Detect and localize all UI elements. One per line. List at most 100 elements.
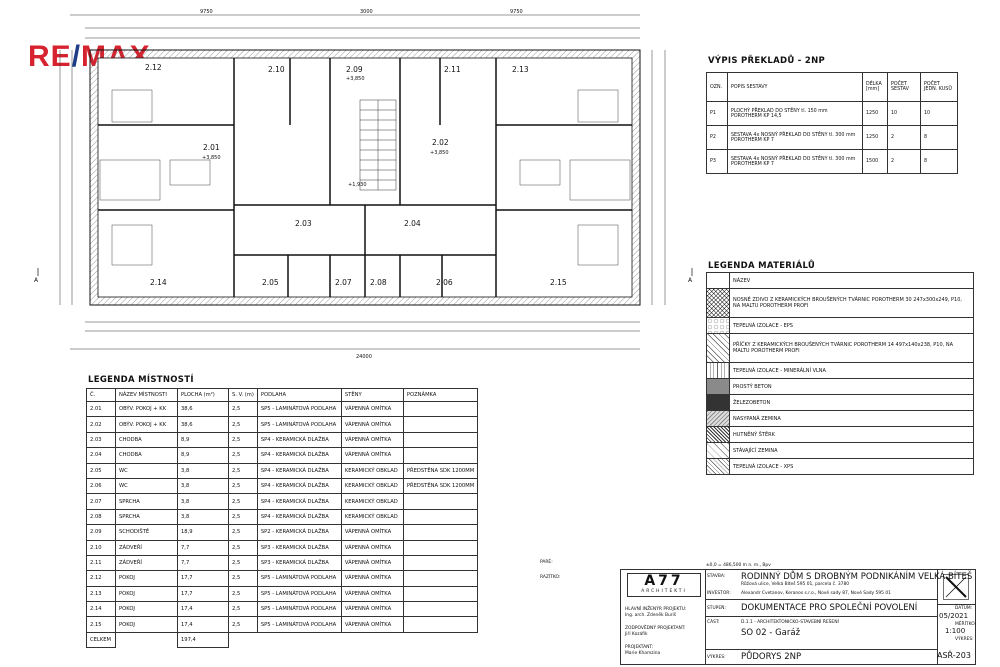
room-cell: 2,5 (228, 616, 258, 633)
room-cell: 2.12 (86, 570, 116, 587)
room-cell: CHODBA (115, 431, 178, 449)
room-cell: SCHODIŠTĚ (115, 524, 178, 541)
room-cell: VÁPENNÁ OMÍTKA (340, 585, 404, 603)
room-cell: 2,5 (228, 570, 258, 587)
room-cell: 2,5 (228, 400, 258, 418)
room-cell: SP5 - LAMINÁTOVÁ PODLAHA (256, 616, 342, 633)
room-cell: 17,4 (177, 601, 229, 618)
swatch-xps (707, 459, 729, 474)
materials-table: NÁZEV NOSNÉ ZDIVO Z KERAMICKÝCH BROUŠENÝ… (706, 272, 974, 475)
room-2-14: 2.14 (150, 278, 167, 287)
room-cell: 2,5 (228, 539, 258, 556)
lintel-row-desc: SESTAVA 4x NOSNÝ PŘEKLAD DO STĚNY tl. 30… (727, 149, 863, 174)
material-label: TEPELNÁ IZOLACE - XPS (729, 458, 974, 475)
total-row: CELKEM 197,4 (86, 631, 478, 649)
lintels-header-popis: POPIS SESTAVY (727, 72, 863, 102)
room-cell: SP3 - KERAMICKÁ DLAŽBA (256, 539, 342, 556)
room-cell: 7,7 (177, 539, 229, 556)
room-cell: KERAMICKÝ OBKLAD (340, 508, 404, 526)
room-cell: VÁPENNÁ OMÍTKA (340, 601, 404, 618)
room-cell: SP5 - LAMINÁTOVÁ PODLAHA (256, 585, 342, 603)
material-label: PŘÍČKY Z KERAMICKÝCH BROUŠENÝCH TVÁRNIC … (729, 333, 974, 363)
logo-re: RE (28, 40, 72, 73)
room-cell (402, 524, 479, 541)
room-cell: SP2 - KERAMICKÁ DLAŽBA (256, 524, 342, 541)
room-cell: VÁPENNÁ OMÍTKA (340, 416, 404, 433)
room-2-02: 2.02 (432, 138, 449, 147)
room-cell: 38,6 (177, 416, 229, 433)
room-cell: KERAMICKÝ OBKLAD (340, 462, 404, 479)
lintels-header-ozn: OZN. (706, 72, 728, 102)
room-cell: CHODBA (115, 447, 178, 464)
room-cell (402, 416, 479, 433)
swatch-gravel (707, 427, 729, 442)
room-cell: 2.15 (86, 616, 116, 633)
swatch-cross (707, 289, 729, 317)
room-cell (402, 508, 479, 526)
lintels-header-kusu: POČET JEDN. KUSŮ (920, 72, 958, 102)
room-cell: 38,6 (177, 400, 229, 418)
swatch-concrete (707, 379, 729, 394)
room-cell: SP5 - LAMINÁTOVÁ PODLAHA (256, 416, 342, 433)
total-value: 197,4 (177, 631, 229, 649)
room-cell: KERAMICKÝ OBKLAD (340, 477, 404, 495)
so-name: SO 02 - Garáž (741, 628, 801, 638)
room-cell: KERAMICKÝ OBKLAD (340, 493, 404, 510)
room-2-15: 2.15 (550, 278, 567, 287)
room-cell: 3,8 (177, 508, 229, 526)
lintel-row-length: 1250 (862, 101, 888, 126)
scale-value: 1:100 (945, 627, 966, 635)
elevation-note: ±0,0 = 486,500 m n. m., Bpv (706, 563, 771, 568)
room-cell: 8,9 (177, 431, 229, 449)
room-cell: 3,8 (177, 493, 229, 510)
room-cell: 2,5 (228, 508, 258, 526)
room-cell: WC (115, 462, 178, 479)
room-cell: POKOJ (115, 570, 178, 587)
room-cell: ZÁDVEŘÍ (115, 554, 178, 572)
material-label: HUTNĚNÝ ŠTĚRK (729, 426, 974, 443)
level-2-02: +3,850 (430, 150, 449, 156)
room-cell: 2.11 (86, 554, 116, 572)
room-cell (402, 616, 479, 633)
room-cell: POKOJ (115, 601, 178, 618)
swatch-rc (707, 395, 729, 410)
lintels-title: VÝPIS PŘEKLADŮ - 2NP (708, 56, 826, 66)
stamp-label: RAZÍTKO: (540, 575, 561, 580)
room-2-01: 2.01 (203, 143, 220, 152)
room-cell: ZÁDVEŘÍ (115, 539, 178, 556)
room-cell: 17,7 (177, 570, 229, 587)
date-value: 05/2021 (939, 612, 969, 620)
room-cell (402, 585, 479, 603)
room-cell: 2,5 (228, 585, 258, 603)
lintels-header-delka: DÉLKA [mm] (862, 72, 888, 102)
rooms-header-no: Č. (86, 388, 116, 402)
level-stair: +1,930 (348, 182, 367, 188)
material-label: NASYPANÁ ZEMINA (729, 410, 974, 427)
swatch-diag (707, 334, 729, 362)
dim-top-left: 9750 (200, 9, 213, 15)
room-cell: 2,5 (228, 554, 258, 572)
rooms-header-name: NÁZEV MÍSTNOSTI (115, 388, 178, 402)
room-cell: 2.08 (86, 508, 116, 526)
total-label: CELKEM (86, 631, 116, 649)
room-cell: 2,5 (228, 477, 258, 495)
north-arrow-icon (943, 574, 969, 600)
rooms-header-area: PLOCHA (m²) (177, 388, 229, 402)
drawing-number: ASŘ-203 (937, 651, 971, 660)
room-cell: 7,7 (177, 554, 229, 572)
room-cell: 3,8 (177, 462, 229, 479)
pare-label: PARÉ: (540, 560, 553, 565)
room-cell: 2.04 (86, 447, 116, 464)
room-2-05: 2.05 (262, 278, 279, 287)
room-cell (402, 400, 479, 418)
room-cell: 2.03 (86, 431, 116, 449)
room-2-04: 2.04 (404, 219, 421, 228)
dim-top-mid: 3000 (360, 9, 373, 15)
room-cell: SP4 - KERAMICKÁ DLAŽBA (256, 447, 342, 464)
lintel-row-sets: 10 (887, 101, 921, 126)
